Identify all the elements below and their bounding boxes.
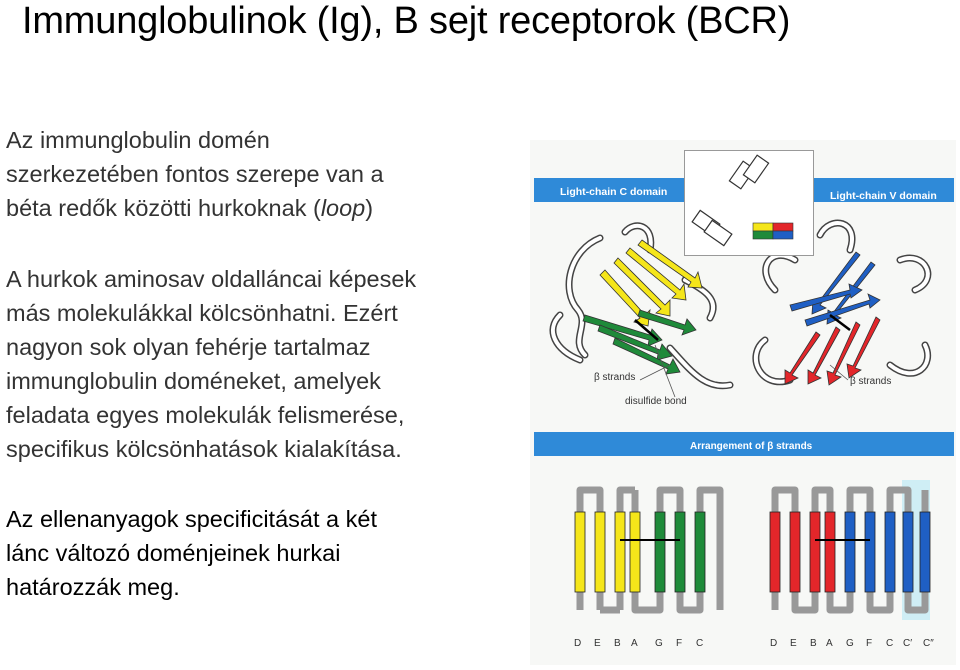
arrangement-header-bar (534, 432, 954, 456)
strand-letter: C (696, 638, 703, 649)
header-left-label: Light-chain C domain (560, 186, 667, 198)
text-line: más molekulákkal kölcsönhatni. Ezért (6, 300, 398, 326)
strand-letter: F (866, 638, 872, 649)
text-line: lánc változó doménjeinek hurkai (6, 540, 341, 566)
v-domain-blue-strands (789, 251, 881, 327)
strand-letters-right: D E B A G F C C′ C″ (770, 638, 934, 649)
ig-domain-illustration: Light-chain C domain Light-chain V domai… (534, 178, 954, 649)
beta-strands-left-label: β strands (594, 372, 635, 383)
domain-inset-schematic (684, 150, 814, 256)
text-line: szerkezetében fontos szerepe van a (6, 161, 384, 187)
inset-illustration (691, 154, 794, 247)
strand-letter: C″ (923, 638, 934, 649)
strand-letters-left: D E B A G F C (574, 638, 703, 649)
c-domain-green-strands (582, 309, 697, 375)
c-domain-topology-strands (574, 511, 706, 593)
strand-letter: A (631, 638, 638, 649)
strand-letter: D (770, 638, 777, 649)
text-line: immunglobulin doméneket, amelyek (6, 368, 381, 394)
strand-letter: C (886, 638, 893, 649)
text-line: nagyon sok olyan fehérje tartalmaz (6, 334, 371, 360)
text-segment: ) (365, 195, 374, 221)
beta-strands-right-label: β strands (850, 376, 891, 387)
strand-letter: B (614, 638, 621, 649)
v-domain-red-strands (784, 316, 881, 386)
header-right-label: Light-chain V domain (830, 190, 937, 202)
paragraph-specificity: Az ellenanyagok specificitását a két lán… (6, 502, 377, 604)
strand-letter: G (846, 638, 854, 649)
c-disulfide-bond (634, 319, 659, 341)
strand-letter: D (574, 638, 581, 649)
text-line: határozzák meg. (6, 574, 180, 600)
c-domain-yellow-strands (599, 239, 703, 327)
c-domain-topology (576, 486, 724, 614)
text-line: Az ellenanyagok specificitását a két (6, 506, 377, 532)
italic-term: loop (320, 195, 366, 221)
paragraph-loops-intro: Az immunglobulin domén szerkezetében fon… (6, 123, 384, 225)
text-line: béta redők közötti hurkoknak (loop) (6, 191, 384, 225)
text-line: specifikus kölcsönhatások kialakítása. (6, 436, 402, 462)
arrangement-header-label: Arrangement of β strands (690, 441, 813, 452)
text-line: Az immunglobulin domén (6, 127, 270, 153)
disulfide-bond-label: disulfide bond (625, 396, 687, 407)
strand-letter: G (655, 638, 663, 649)
strand-letter: F (676, 638, 682, 649)
strand-letter: B (810, 638, 817, 649)
slide-title: Immunglobulinok (Ig), B sejt receptorok … (22, 0, 791, 42)
strand-letter: E (790, 638, 797, 649)
paragraph-interactions: A hurkok aminosav oldalláncai képesek má… (6, 262, 416, 466)
text-segment: béta redők közötti hurkoknak ( (6, 195, 321, 221)
text-line: A hurkok aminosav oldalláncai képesek (6, 266, 417, 292)
strand-letter: E (594, 638, 601, 649)
v-disulfide-bond (829, 314, 851, 331)
strand-letter: C′ (903, 638, 912, 649)
text-line: feladata egyes molekulák felismerése, (6, 402, 405, 428)
v-domain-topology-strands (769, 511, 931, 593)
strand-letter: A (826, 638, 833, 649)
